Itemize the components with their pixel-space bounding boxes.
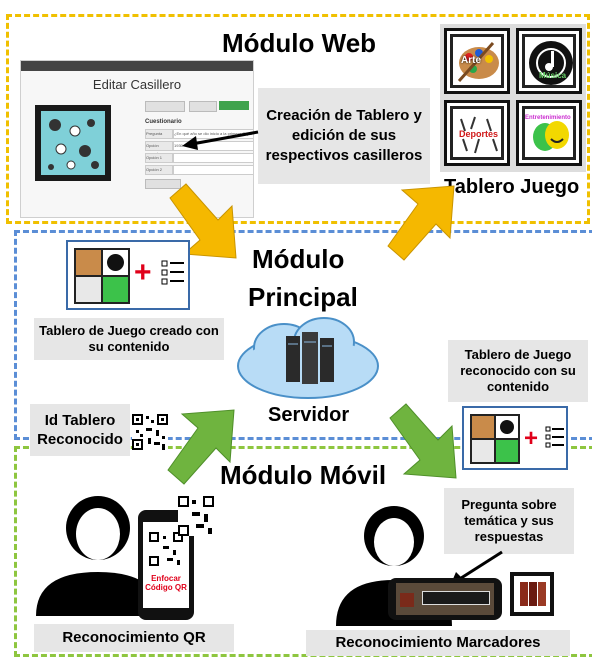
pregunta-label: Pregunta sobre temática y sus respuestas bbox=[444, 488, 574, 554]
screenshot-image-button bbox=[145, 179, 181, 189]
mini-tile-entretenimiento bbox=[496, 440, 518, 462]
tile-label: Deportes bbox=[459, 129, 499, 139]
tablero-reconocido-label: Tablero de Juego reconocido con su conte… bbox=[448, 340, 588, 402]
tablero-creado-card: + bbox=[66, 240, 190, 310]
modulo-web-zone bbox=[6, 14, 590, 224]
book-spine bbox=[538, 582, 546, 606]
screenshot-navbar bbox=[21, 61, 253, 71]
checklist-icon bbox=[161, 260, 184, 285]
screenshot-field-value: ¿En qué año se dio inicio a la primera C… bbox=[173, 129, 253, 139]
board-tile-entretenimiento: Entretenimiento bbox=[516, 100, 582, 166]
modulo-movil-zone bbox=[14, 446, 592, 657]
screenshot-field-value bbox=[173, 153, 253, 163]
books-marker-icon bbox=[510, 572, 554, 616]
mini-tile-deportes bbox=[472, 440, 494, 462]
mini-tile-deportes bbox=[76, 277, 101, 302]
screenshot-button bbox=[145, 101, 185, 112]
books-icon bbox=[400, 593, 414, 607]
mini-tile-arte bbox=[76, 250, 101, 275]
plus-icon: + bbox=[524, 425, 539, 452]
music-note-icon bbox=[500, 420, 514, 434]
screenshot-field-label: Opción 2 bbox=[145, 165, 173, 175]
modulo-movil-title: Módulo Móvil bbox=[220, 460, 387, 490]
tile-inner: Entretenimiento bbox=[522, 106, 576, 160]
phone-screen: Enfocar Código QR bbox=[143, 522, 189, 608]
qr-code-icon bbox=[149, 532, 183, 566]
phone-screen bbox=[396, 583, 494, 615]
qr-code-icon bbox=[178, 496, 214, 536]
tile-inner: Arte bbox=[450, 34, 504, 88]
phone-icon: Enfocar Código QR bbox=[138, 510, 194, 620]
marker-pattern bbox=[41, 111, 105, 175]
screenshot-button bbox=[189, 101, 217, 112]
screenshot-field-label: Opción 1 bbox=[145, 153, 173, 163]
screenshot-field-label: Pregunta bbox=[145, 129, 173, 139]
board-tile-musica: Música bbox=[516, 28, 582, 94]
book-spine bbox=[520, 582, 528, 606]
checklist-icon bbox=[545, 426, 564, 448]
tile-label: Música bbox=[539, 71, 567, 80]
arrow-web-to-principal bbox=[169, 183, 237, 259]
tile-inner: Música bbox=[522, 34, 576, 88]
sports-figures-icon bbox=[460, 116, 498, 154]
qr-code-icon bbox=[132, 414, 168, 450]
user-silhouette-icon bbox=[36, 496, 160, 616]
reconocimiento-qr-label: Reconocimiento QR bbox=[34, 624, 234, 652]
palette-icon bbox=[457, 41, 499, 83]
pointer-arrow bbox=[182, 130, 259, 150]
tile-inner: Deportes bbox=[450, 106, 504, 160]
cloud-server-icon bbox=[237, 317, 379, 399]
reconocimiento-marcadores-label: Reconocimiento Marcadores bbox=[306, 630, 570, 656]
tablero-juego-label: Tablero Juego bbox=[444, 176, 580, 198]
screenshot-marker-image bbox=[35, 105, 111, 181]
mini-tile-arte bbox=[472, 416, 494, 438]
board-tile-deportes: Deportes bbox=[444, 100, 510, 166]
tablero-juego-board: Arte Música Deportes bbox=[440, 24, 586, 172]
music-note-icon bbox=[107, 254, 124, 271]
sports-balls-icon bbox=[48, 119, 99, 170]
mini-tile-entretenimiento bbox=[103, 277, 128, 302]
screenshot-save-button bbox=[219, 101, 249, 110]
plus-icon: + bbox=[134, 256, 152, 289]
mini-tile-musica bbox=[496, 416, 518, 438]
mini-tile-musica bbox=[103, 250, 128, 275]
marker-inner bbox=[514, 576, 550, 612]
arrow-movil-to-principal bbox=[167, 409, 235, 485]
tile-label: Entretenimiento bbox=[525, 115, 571, 121]
screenshot-field-label: Opción correcta bbox=[145, 141, 173, 156]
mini-board bbox=[74, 248, 130, 304]
screenshot-header: Editar Casillero bbox=[92, 77, 182, 92]
board-tile-arte: Arte bbox=[444, 28, 510, 94]
book-spine bbox=[529, 582, 537, 606]
tablero-reconocido-card: + bbox=[462, 406, 568, 470]
enfocar-qr-label: Enfocar Código QR bbox=[145, 574, 187, 592]
music-note-icon bbox=[529, 41, 573, 85]
servidor-label: Servidor bbox=[268, 404, 350, 426]
question-overlay bbox=[422, 591, 490, 605]
screenshot-field-value bbox=[173, 165, 253, 175]
id-tablero-label: Id Tablero Reconocido bbox=[30, 404, 130, 456]
mini-board bbox=[470, 414, 520, 464]
creacion-tablero-label: Creación de Tablero y edición de sus res… bbox=[258, 88, 430, 184]
arrow-principal-to-tablero bbox=[387, 185, 455, 261]
theater-masks-icon bbox=[533, 121, 569, 151]
modulo-principal-title-line2: Principal bbox=[248, 282, 358, 312]
screenshot-form-title: Cuestionario bbox=[145, 119, 182, 125]
tablero-creado-label: Tablero de Juego creado con su contenido bbox=[34, 318, 224, 360]
arrow-principal-to-movil bbox=[389, 403, 457, 479]
modulo-web-title: Módulo Web bbox=[222, 28, 377, 58]
modulo-principal-title-line1: Módulo bbox=[252, 244, 345, 274]
editar-casillero-screenshot: Editar Casillero Cuestionario Pregunta ¿… bbox=[20, 60, 254, 218]
tile-label: Arte bbox=[461, 55, 482, 66]
landscape-phone-icon bbox=[388, 578, 502, 620]
modulo-principal-zone bbox=[14, 230, 592, 440]
